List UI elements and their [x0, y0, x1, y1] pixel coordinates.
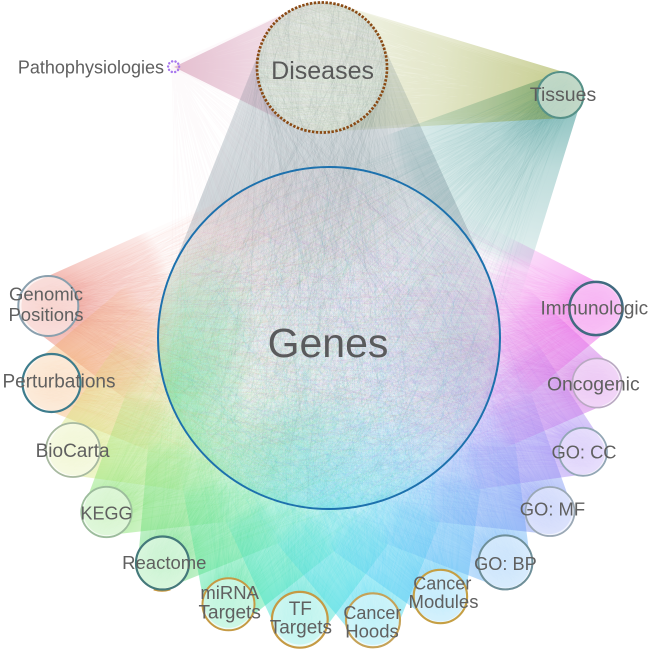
svg-text:Positions: Positions [8, 304, 83, 325]
svg-text:Pathophysiologies: Pathophysiologies [18, 58, 164, 78]
svg-text:miRNA: miRNA [200, 582, 259, 603]
svg-text:Genes: Genes [268, 320, 389, 366]
svg-text:KEGG: KEGG [80, 504, 132, 524]
svg-text:Targets: Targets [199, 603, 261, 624]
svg-text:GO: CC: GO: CC [551, 442, 616, 463]
svg-text:Genomic: Genomic [9, 284, 83, 305]
svg-text:Perturbations: Perturbations [2, 372, 115, 393]
svg-text:Targets: Targets [270, 618, 332, 639]
svg-text:Cancer: Cancer [343, 603, 401, 623]
svg-text:TF: TF [289, 599, 312, 620]
svg-text:Hoods: Hoods [345, 621, 398, 642]
svg-text:Modules: Modules [409, 591, 479, 612]
svg-text:Cancer: Cancer [413, 574, 471, 594]
svg-text:Diseases: Diseases [271, 57, 374, 85]
svg-text:GO: BP: GO: BP [474, 554, 537, 574]
svg-text:Immunologic: Immunologic [540, 298, 648, 319]
svg-text:Oncogenic: Oncogenic [547, 374, 640, 396]
svg-text:BioCarta: BioCarta [36, 441, 110, 462]
svg-text:Tissues: Tissues [530, 84, 597, 106]
svg-text:GO: MF: GO: MF [520, 499, 585, 520]
svg-text:Reactome: Reactome [122, 552, 206, 573]
